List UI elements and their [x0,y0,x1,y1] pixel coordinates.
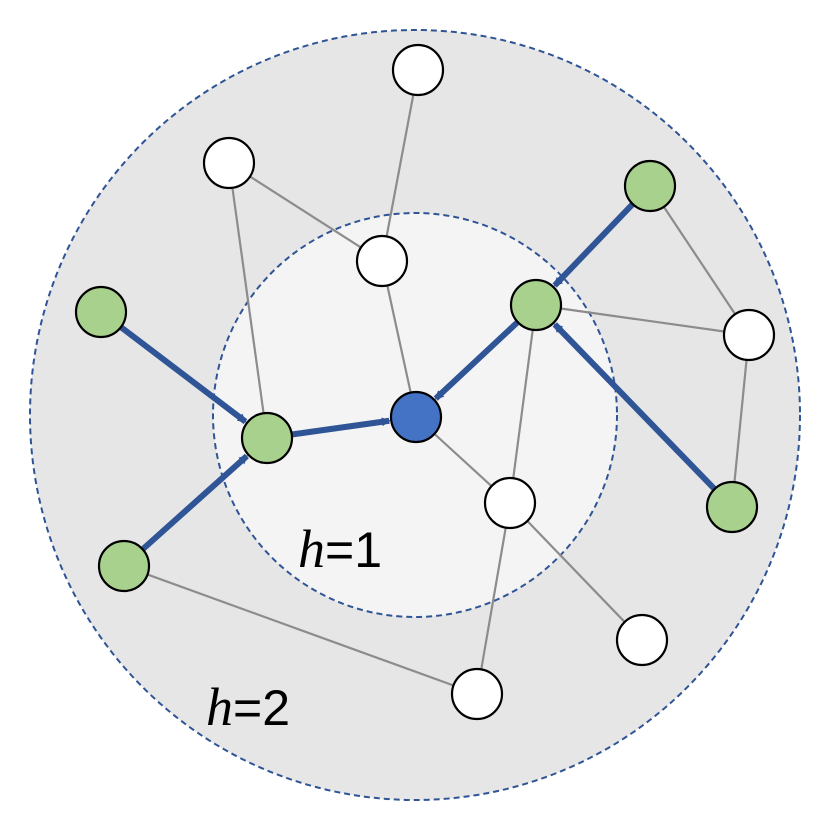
node-g_left_top [74,285,128,339]
node-g_left_inner [240,411,294,465]
hop-1-variable: h [298,519,325,579]
hop-1-label: h=1 [298,522,382,576]
edge-w_right-g_right_bottom [730,334,751,508]
edges-layer [119,69,751,696]
hop-1-value: =1 [325,522,383,578]
message-arrow-g_right_bottom-g_right_inner [552,322,717,492]
edge-w_lower_mid-w_bottom [475,502,512,695]
edge-w_upper_mid-center [380,260,418,418]
message-arrow-g_left_top-g_left_inner [119,324,248,425]
hop-2-variable: h [206,677,233,737]
node-g_right_bottom [705,480,759,534]
edge-w_top-w_upper_mid [380,69,420,262]
node-w_lower_right [615,613,669,667]
edge-w_upper_left-g_left_inner [227,162,269,439]
node-w_upper_mid [355,234,409,288]
node-w_bottom [450,667,504,721]
message-arrow-g_right_top-g_right_inner [552,201,635,288]
hop-2-value: =2 [233,680,291,736]
node-g_left_bottom [97,539,151,593]
edge-w_upper_left-w_upper_mid [228,162,383,262]
message-arrow-g_left_bottom-g_left_inner [140,453,249,552]
node-center [389,390,443,444]
node-g_right_inner [509,278,563,332]
edge-g_right_inner-w_lower_mid [508,304,538,504]
node-w_right [722,308,776,362]
node-g_right_top [623,159,677,213]
message-arrow-g_right_inner-center [433,319,520,401]
node-w_upper_left [202,136,256,190]
message-arrow-g_left_inner-center [291,417,391,438]
hop-2-label: h=2 [206,680,290,734]
node-w_lower_mid [483,476,537,530]
edge-g_right_top-w_right [649,185,750,336]
edge-g_right_inner-w_right [535,303,750,337]
edge-g_left_bottom-w_bottom [123,564,478,696]
node-w_top [391,43,445,97]
nodes-layer [74,43,776,721]
edge-w_lower_mid-w_lower_right [509,502,643,641]
